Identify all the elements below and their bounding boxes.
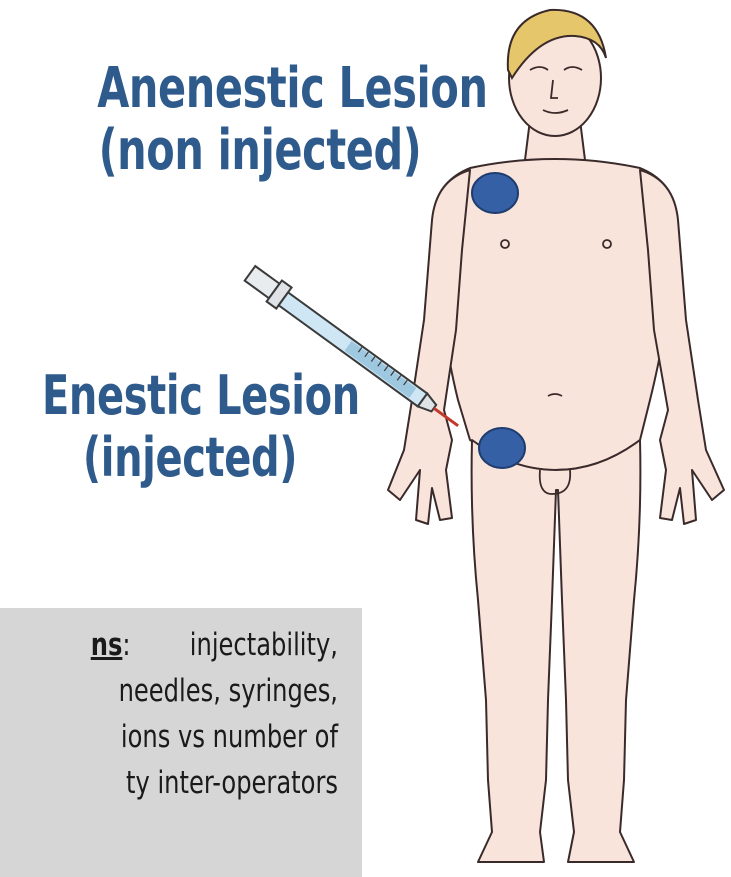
anenestic-label-line1: Anenestic Lesion <box>97 58 423 120</box>
note-line-4: ty inter-operators <box>74 760 338 806</box>
enestic-label-line1: Enestic Lesion <box>42 365 338 427</box>
note-heading-fragment: ns <box>91 627 123 663</box>
note-line-2: needles, syringes, <box>74 668 338 714</box>
note-text: ns: injectability, needles, syringes, ion… <box>74 622 338 806</box>
anenestic-label-line2: (non injected) <box>97 120 423 182</box>
enestic-lesion-marker <box>479 428 525 468</box>
enestic-lesion-label: Enestic Lesion (injected) <box>42 365 338 489</box>
enestic-label-line2: (injected) <box>42 427 338 489</box>
anenestic-lesion-label: Anenestic Lesion (non injected) <box>97 58 423 182</box>
note-textbox: ns: injectability, needles, syringes, ion… <box>0 608 362 877</box>
note-colon: : <box>122 627 130 663</box>
note-line-3: ions vs number of <box>74 714 338 760</box>
note-line-1: ns: injectability, <box>74 622 338 668</box>
anenestic-lesion-marker <box>472 173 518 213</box>
note-line-1-text: injectability, <box>190 627 338 663</box>
human-body <box>388 20 724 862</box>
